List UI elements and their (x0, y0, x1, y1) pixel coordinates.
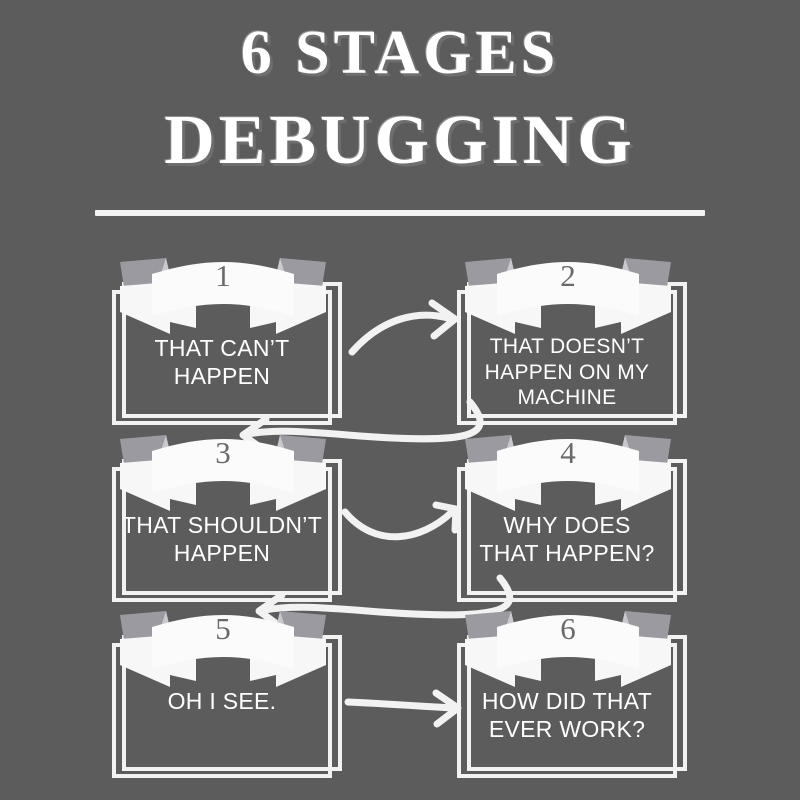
stage-label: THAT DOESN’T HAPPEN ON MY MACHINE (484, 335, 650, 410)
stage-number: 6 (560, 611, 576, 646)
title-divider-rule (95, 210, 705, 216)
stage-number: 5 (215, 611, 231, 646)
stage-card-3[interactable]: 3 THAT SHOULDN’T HAPPEN (112, 435, 342, 602)
stage-ribbon-banner: 4 (449, 433, 687, 511)
stage-label: THAT SHOULDN’T HAPPEN (121, 512, 323, 567)
poster-title-block: 6 STAGES DEBUGGING (0, 0, 800, 176)
stage-card-1[interactable]: 1 THAT CAN’T HAPPEN (112, 258, 342, 425)
stage-grid: 1 THAT CAN’T HAPPEN 2 THAT DOESN’T HAPPE… (0, 248, 800, 800)
poster-title-line-2: DEBUGGING (164, 102, 636, 179)
poster-title-line-1: 6 STAGES (240, 19, 560, 87)
stage-number: 1 (215, 258, 231, 293)
stage-label: WHY DOES THAT HAPPEN? (479, 512, 655, 567)
stage-number: 4 (560, 435, 576, 470)
stage-card-5[interactable]: 5 OH I SEE. (112, 611, 342, 778)
stage-ribbon-banner: 6 (449, 609, 687, 687)
stage-ribbon-banner: 5 (104, 609, 342, 687)
stage-ribbon-banner: 1 (104, 256, 342, 334)
stage-card-6[interactable]: 6 HOW DID THAT EVER WORK? (457, 611, 687, 778)
stage-number: 3 (215, 435, 231, 470)
stage-number: 2 (560, 258, 576, 293)
stage-card-4[interactable]: 4 WHY DOES THAT HAPPEN? (457, 435, 687, 602)
stage-label: THAT CAN’T HAPPEN (154, 335, 290, 390)
stage-card-2[interactable]: 2 THAT DOESN’T HAPPEN ON MY MACHINE (457, 258, 687, 425)
stage-label: OH I SEE. (167, 688, 277, 714)
stage-label: HOW DID THAT EVER WORK? (481, 688, 653, 743)
stage-ribbon-banner: 3 (104, 433, 342, 511)
stage-ribbon-banner: 2 (449, 256, 687, 334)
